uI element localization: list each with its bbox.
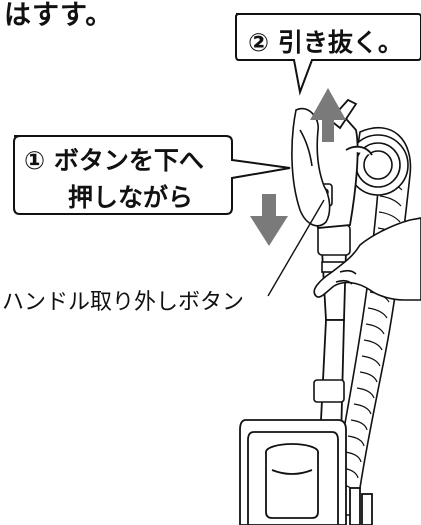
label-leader-line xyxy=(267,199,325,297)
up-arrow-icon xyxy=(310,88,346,142)
callout-step1-text-line1: ① ボタンを下へ xyxy=(24,146,204,175)
right-hand xyxy=(313,217,421,301)
down-arrow-icon xyxy=(250,194,288,246)
left-hand xyxy=(291,107,331,227)
handle-release-label: ハンドル取り外しボタン xyxy=(2,290,245,315)
top-text-fragment: はすす。 xyxy=(4,0,114,31)
callout-step1-text-line2: 押しながら xyxy=(68,183,194,212)
vacuum-body xyxy=(239,419,373,525)
callout-step2-text: ② 引き抜く。 xyxy=(248,28,403,57)
callout-bubble-step1 xyxy=(13,135,291,215)
